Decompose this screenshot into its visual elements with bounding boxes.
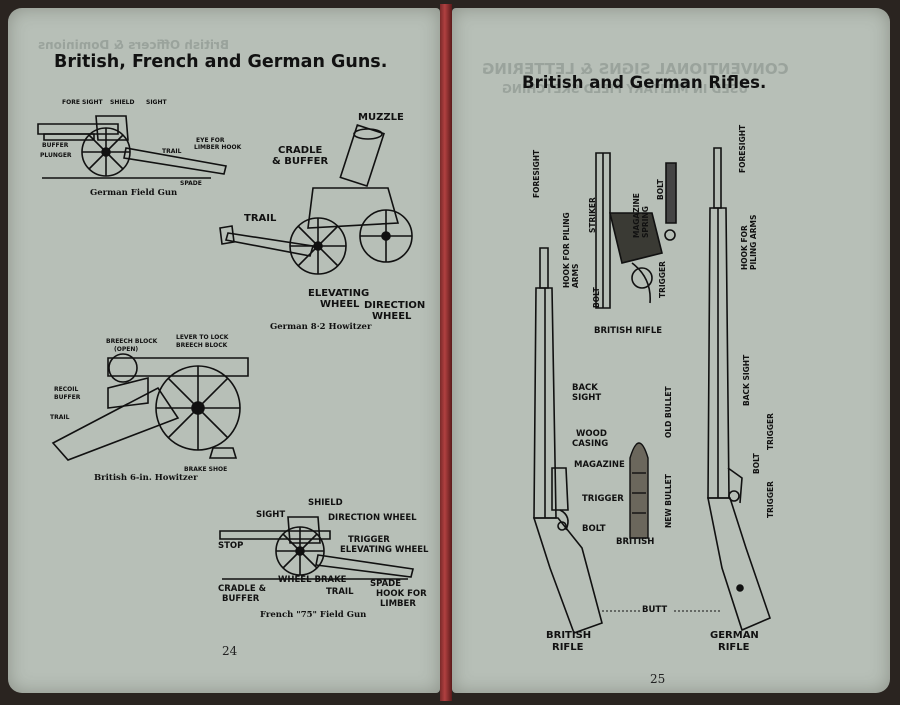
caption-british-howitzer: British 6-in. Howitzer xyxy=(94,473,198,483)
label-magazine: MAGAZINE xyxy=(574,460,625,470)
label-elevating: ELEVATING xyxy=(308,288,370,299)
left-page: British Officers & Dominions British, Fr… xyxy=(8,8,440,693)
bullet-drawings xyxy=(624,433,654,543)
label-new-bullet: NEW BULLET xyxy=(664,474,673,528)
label-bullet-british: BRITISH xyxy=(616,537,655,547)
label-plunger: PLUNGER xyxy=(40,152,72,159)
label-german-rifle-bottom: GERMAN xyxy=(710,630,759,641)
label-french-trail: TRAIL xyxy=(326,587,354,597)
german-howitzer-drawing xyxy=(218,128,418,298)
label-french-sight: SIGHT xyxy=(256,510,286,520)
british-howitzer-drawing xyxy=(48,348,253,468)
right-page-number: 25 xyxy=(650,672,666,686)
label-direction: DIRECTION xyxy=(364,300,426,311)
label-breech-block: BREECH BLOCK xyxy=(106,338,158,345)
british-rifle-drawing xyxy=(532,248,617,638)
label-lever-to-lock: LEVER TO LOCK xyxy=(176,334,229,341)
label-trigger-british: TRIGGER xyxy=(582,494,624,504)
label-trigger-small: TRIGGER xyxy=(658,261,667,298)
label-stop: STOP xyxy=(218,541,244,551)
label-old-bullet: OLD BULLET xyxy=(664,386,673,438)
label-french-shield: SHIELD xyxy=(308,498,343,508)
label-shield: SHIELD xyxy=(110,99,135,106)
label-limber: LIMBER xyxy=(380,599,416,609)
caption-french-75: French "75" Field Gun xyxy=(260,610,367,620)
label-british-trail: TRAIL xyxy=(50,414,70,421)
label-recoil-buffer: BUFFER xyxy=(54,394,81,401)
label-french-buffer: BUFFER xyxy=(222,594,260,604)
left-page-number: 24 xyxy=(222,644,238,658)
label-hook-piling-arms-right: HOOK FOR PILING ARMS xyxy=(740,214,758,270)
label-brake-shoe: BRAKE SHOE xyxy=(184,466,228,473)
german-rifle-drawing xyxy=(702,148,782,638)
label-bolt-right: BOLT xyxy=(752,453,761,474)
label-wheel-brake: WHEEL BRAKE xyxy=(278,575,347,585)
label-bolt-british: BOLT xyxy=(582,524,606,534)
caption-german-field-gun: German Field Gun xyxy=(90,188,178,198)
label-back: BACK xyxy=(572,383,598,393)
french-75-gun-drawing xyxy=(218,513,418,598)
caption-german-howitzer: German 8·2 Howitzer xyxy=(270,322,372,332)
label-sight: SIGHT xyxy=(572,393,602,403)
label-british-rifle-bottom: BRITISH xyxy=(546,630,592,641)
label-back-sight-right: BACK SIGHT xyxy=(742,354,751,406)
label-elevating-wheel-french: ELEVATING WHEEL xyxy=(340,545,429,555)
label-eye-for: EYE FOR xyxy=(196,137,225,144)
label-magazine-spring: MAGAZINE SPRING xyxy=(632,193,650,238)
label-howitzer-trail: TRAIL xyxy=(244,213,277,224)
german-field-gun-drawing xyxy=(36,108,236,188)
label-sight: SIGHT xyxy=(146,99,167,106)
label-cradle: CRADLE xyxy=(278,145,323,156)
label-breech-open: (OPEN) xyxy=(114,346,139,353)
label-bolt-top: BOLT xyxy=(656,179,665,200)
right-page-title: British and German Rifles. xyxy=(522,73,767,92)
label-recoil: RECOIL xyxy=(54,386,79,393)
butt-dotted-leader xyxy=(602,609,720,613)
british-rifle-mechanism-drawing xyxy=(592,153,687,313)
label-trigger-right-b: TRIGGER xyxy=(766,481,775,518)
label-french-cradle: CRADLE & xyxy=(218,584,267,594)
label-striker: STRIKER xyxy=(588,197,597,233)
label-hook-for: HOOK FOR xyxy=(376,589,427,599)
label-direction-wheel-french: DIRECTION WHEEL xyxy=(328,513,417,523)
label-buffer: BUFFER xyxy=(42,142,69,149)
label-and-buffer: & BUFFER xyxy=(272,156,329,167)
label-hook-piling-arms-left: HOOK FOR PILING ARMS xyxy=(562,212,580,288)
left-page-title: British, French and German Guns. xyxy=(54,52,388,72)
label-lever-breech-block: BREECH BLOCK xyxy=(176,342,228,349)
label-spade: SPADE xyxy=(180,180,202,187)
label-limber-hook: LIMBER HOOK xyxy=(194,144,242,151)
label-foresight-right: FORESIGHT xyxy=(738,124,747,173)
left-page-bleed-through-text: British Officers & Dominions xyxy=(38,38,230,52)
label-casing: CASING xyxy=(572,439,609,449)
book-spine xyxy=(440,4,452,701)
label-muzzle: MUZZLE xyxy=(358,112,404,123)
label-rifle-bottom-right: RIFLE xyxy=(718,642,750,653)
label-british-rifle-center: BRITISH RIFLE xyxy=(594,326,663,336)
label-bolt-small: BOLT xyxy=(592,287,601,308)
label-fore-sight: FORE SIGHT xyxy=(62,99,103,106)
label-trigger-right-a: TRIGGER xyxy=(766,413,775,450)
label-foresight-left: FORESIGHT xyxy=(532,149,541,198)
label-butt: BUTT xyxy=(642,605,668,615)
label-trail: TRAIL xyxy=(162,148,182,155)
right-page: CONVENTIONAL SIGNS & LETTERING USED IN M… xyxy=(452,8,890,693)
label-french-spade: SPADE xyxy=(370,579,402,589)
label-direction-wheel: WHEEL xyxy=(372,311,412,322)
label-french-trigger: TRIGGER xyxy=(348,535,390,545)
label-elevating-wheel: WHEEL xyxy=(320,299,360,310)
label-rifle-bottom-left: RIFLE xyxy=(552,642,584,653)
label-wood: WOOD xyxy=(576,429,607,439)
